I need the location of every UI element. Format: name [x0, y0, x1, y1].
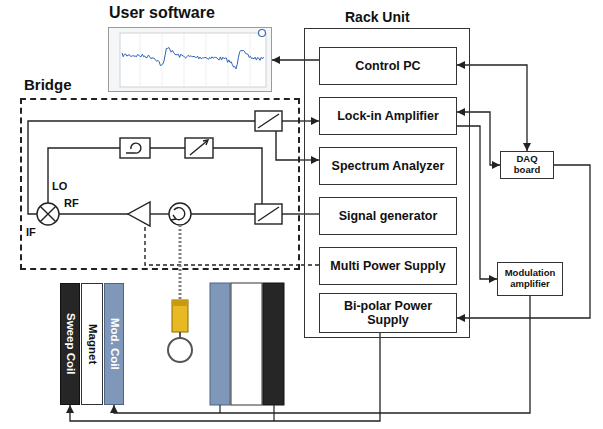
- connector: [457, 126, 497, 279]
- port-label: LO: [52, 180, 67, 192]
- coupler-diagonal: [258, 207, 279, 221]
- wire: [282, 120, 300, 121]
- daq-box: DAQ board: [500, 151, 554, 179]
- instrument-box: Lock-in Amplifier: [319, 97, 457, 135]
- plot-area: [120, 33, 266, 87]
- mod-coil-bar: [210, 283, 230, 405]
- phase-arrow-head: [203, 140, 208, 145]
- box-label: Modulation amplifier: [501, 268, 559, 290]
- probe-cap: [172, 300, 188, 306]
- grid-line: [162, 33, 163, 87]
- connector: [272, 59, 319, 60]
- box-label: Control PC: [355, 59, 420, 73]
- mixer-symbol: [37, 203, 59, 225]
- heading: Rack Unit: [345, 9, 410, 25]
- box-label: Sweep Coil: [63, 313, 76, 374]
- wire: [150, 147, 185, 148]
- grid-line: [250, 33, 251, 87]
- connector: [300, 120, 319, 121]
- box-label: Lock-in Amplifier: [337, 109, 439, 123]
- software-screenshot: [108, 27, 272, 92]
- phase-shifter-symbol: [185, 138, 213, 158]
- amplifier-power-wire: [145, 223, 300, 265]
- box-label: Spectrum Analyzer: [332, 159, 445, 173]
- box-label: Multi Power Supply: [330, 259, 445, 273]
- grid-line: [206, 33, 207, 87]
- coupler-symbol: [255, 204, 282, 224]
- spectrum-trace: [122, 47, 264, 69]
- connector: [457, 112, 500, 165]
- wire: [213, 148, 262, 204]
- circulator-head: [171, 215, 176, 220]
- coupler-diagonal: [258, 114, 279, 128]
- probe-body: [172, 300, 188, 332]
- heading: User software: [109, 4, 215, 22]
- amplifier-symbol: [128, 202, 150, 226]
- magnet-right: [210, 283, 284, 421]
- box-label: Mod. Coil: [107, 318, 120, 370]
- probe: [168, 225, 192, 362]
- circulator-symbol: [169, 203, 191, 225]
- connector: [300, 213, 319, 214]
- connector: [457, 165, 590, 318]
- sample-ring: [168, 338, 192, 362]
- instrument-box: Multi Power Supply: [319, 247, 457, 285]
- screenshot-panel: User software: [108, 27, 272, 92]
- delay-line-symbol: [120, 138, 150, 158]
- connector: [300, 159, 319, 160]
- rf-wire: [59, 213, 128, 214]
- screen-ground: [108, 27, 272, 92]
- wire: [150, 213, 169, 214]
- coupler-symbol: [255, 111, 282, 131]
- instrument-box: Signal generator: [319, 197, 457, 235]
- sweep-coil-bar: [263, 283, 284, 405]
- bridge-circuit: [28, 111, 300, 265]
- box-label: Signal generator: [339, 209, 438, 223]
- phase-arrow: [190, 141, 207, 155]
- box-label: DAQ board: [504, 154, 550, 176]
- coil-bar: Sweep Coil: [60, 283, 80, 405]
- wire: [282, 213, 300, 214]
- instrument-box: Spectrum Analyzer: [319, 147, 457, 185]
- grid-line: [184, 33, 185, 87]
- gear-icon: [259, 30, 266, 37]
- wire: [191, 213, 255, 214]
- magnet-bar: Magnet: [81, 283, 103, 405]
- heading: Bridge: [24, 76, 72, 93]
- instrument-box: Control PC: [319, 47, 457, 85]
- if-wire: [28, 121, 255, 214]
- wire: [276, 131, 300, 160]
- mixer-cross: [40, 206, 56, 222]
- coil-bar: Mod. Coil: [104, 283, 124, 405]
- port-label: RF: [64, 197, 79, 209]
- port-label: IF: [26, 226, 36, 238]
- amplifier-box: Modulation amplifier: [497, 262, 563, 296]
- delay-loop: [126, 143, 141, 153]
- connector: [457, 65, 527, 151]
- rack-frame: Control PC Lock-in AmplifierSpectrum Anal…: [304, 28, 470, 338]
- connectors: [70, 60, 590, 421]
- grid-line: [140, 33, 141, 87]
- plot-grid: [140, 33, 250, 87]
- box-label: Bi-polar Power Supply: [323, 299, 453, 328]
- box-label: Magnet: [85, 324, 98, 364]
- probe-line: [179, 225, 182, 300]
- connector: [300, 264, 319, 265]
- instrument-box: Bi-polar Power Supply: [319, 293, 457, 333]
- magnet-bar: [231, 283, 262, 405]
- lo-wire: [48, 148, 120, 203]
